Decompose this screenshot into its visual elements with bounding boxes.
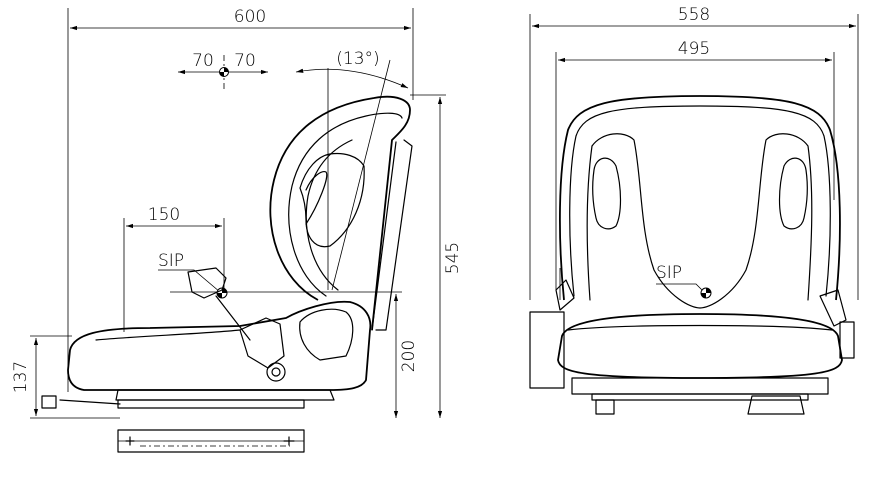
width-dimension-600: 600 (67, 7, 414, 392)
sip-depth-dimension-150: 150 (123, 205, 225, 332)
sip-point-front-icon (700, 287, 712, 299)
base-height-label: 137 (11, 361, 31, 393)
offset-right-label: 70 (234, 51, 256, 71)
height-dimension-545: 545 (410, 94, 463, 418)
inner-width-label: 495 (678, 39, 710, 59)
sip-marker-front: SIP (656, 263, 712, 299)
offset-left-label: 70 (192, 51, 214, 71)
front-seat-body (529, 95, 855, 415)
height-label: 545 (443, 242, 463, 274)
base-height-dimension-137: 137 (11, 335, 120, 419)
angle-label: (13°) (336, 49, 379, 69)
side-view: 600 70 70 (13°) 545 (11, 7, 463, 453)
sip-marker-side: SIP (158, 251, 228, 299)
sip-label-front: SIP (656, 263, 682, 283)
inner-width-dimension-495: 495 (555, 39, 835, 290)
backrest-angle-dimension: (13°) (295, 49, 409, 291)
sip-label-side: SIP (158, 251, 184, 271)
centre-of-gravity-icon (219, 67, 229, 77)
outer-width-dimension-558: 558 (529, 5, 859, 300)
front-view: 558 495 (529, 5, 859, 415)
rail-holes (125, 436, 295, 447)
seat-height-dimension-200: 200 (170, 291, 419, 418)
outer-width-label: 558 (678, 5, 710, 25)
offset-dimension: 70 70 (178, 51, 268, 92)
sip-depth-label: 150 (148, 205, 180, 225)
width-label: 600 (234, 7, 266, 27)
side-seat-body (41, 95, 413, 453)
seat-height-label: 200 (399, 340, 419, 372)
